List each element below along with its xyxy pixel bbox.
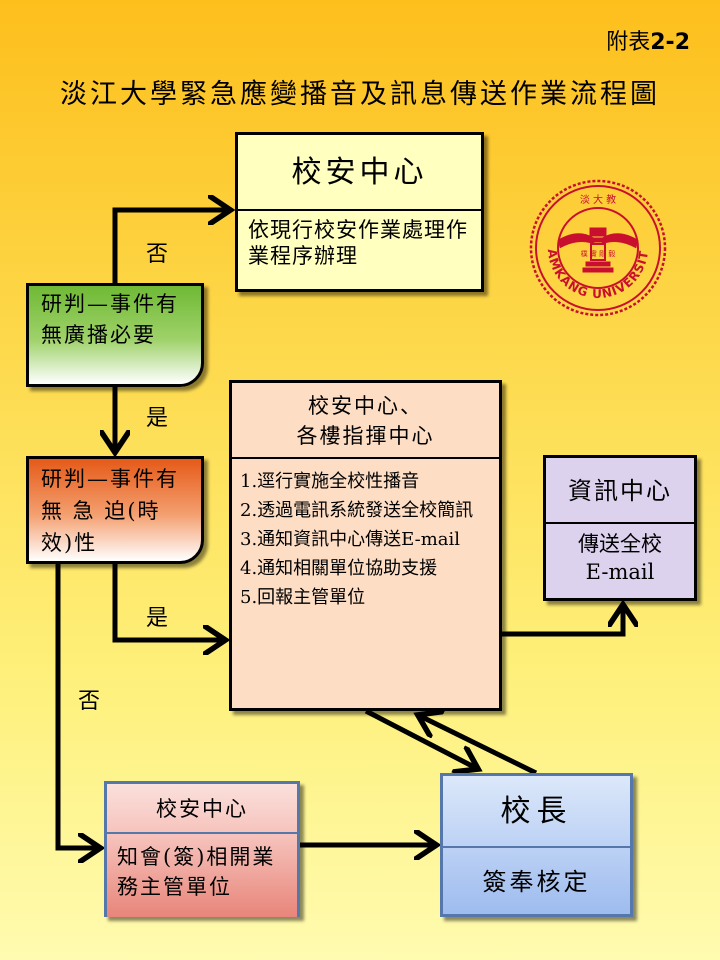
info-center-title: 資訊中心 [546, 458, 694, 524]
arrow-yes-to-command [112, 564, 223, 640]
svg-text:淡 大 教: 淡 大 教 [580, 193, 616, 206]
label-yes-2: 是 [146, 606, 169, 631]
president-body: 簽奉核定 [482, 868, 591, 896]
security-center-body: 依現行校安作業處理作業程序辦理 [248, 218, 468, 268]
university-seal-icon: TAMKANG UNIVERSITY 淡 大 教 樸 實 剛 毅 [528, 178, 667, 317]
security-center-bottom-body: 知會(簽)相開業務主管單位 [107, 834, 297, 917]
label-yes-1: 是 [146, 406, 169, 431]
step-item: 5.回報主管單位 [240, 587, 366, 608]
svg-text:樸 實 剛 毅: 樸 實 剛 毅 [581, 249, 616, 258]
label-no-1: 否 [146, 242, 169, 267]
command-center-steps: 1.逕行實施全校性播音 2.透過電訊系統發送全校簡訊 3.通知資訊中心傳送E-m… [232, 459, 499, 620]
security-center-bottom-title: 校安中心 [107, 784, 297, 834]
annex-label: 附表2-2 [606, 30, 690, 55]
step-item: 1.逕行實施全校性播音 [240, 471, 420, 492]
step-item: 4.通知相關單位協助支援 [240, 558, 438, 579]
label-no-2: 否 [78, 689, 101, 714]
arrow-command-to-president [364, 708, 476, 768]
president-title: 校長 [443, 776, 630, 848]
security-center-box-top: 校安中心 依現行校安作業處理作業程序辦理 [235, 132, 484, 292]
step-item: 2.透過電訊系統發送全校簡訊 [240, 500, 474, 521]
decision-broadcast-box: 研判—事件有無廣播必要 [26, 283, 204, 387]
arrow-president-to-command [420, 716, 538, 776]
page-title: 淡江大學緊急應變播音及訊息傳送作業流程圖 [60, 79, 660, 110]
arrow-no-to-security-bottom [55, 564, 98, 848]
security-center-title: 校安中心 [238, 135, 481, 211]
decision-urgency-box: 研判—事件有 無 急 迫(時效)性 [26, 456, 204, 564]
arrow-command-to-info [502, 607, 623, 637]
security-center-box-bottom: 校安中心 知會(簽)相開業務主管單位 [104, 781, 300, 917]
info-center-body: 傳送全校 E-mail [578, 532, 662, 584]
president-box: 校長 簽奉核定 [440, 773, 633, 917]
command-center-box: 校安中心、 各樓指揮中心 1.逕行實施全校性播音 2.透過電訊系統發送全校簡訊 … [229, 380, 502, 711]
info-center-box: 資訊中心 傳送全校 E-mail [543, 455, 697, 601]
arrow-no-to-security [112, 210, 228, 283]
command-center-title: 校安中心、 各樓指揮中心 [232, 383, 499, 459]
step-item: 3.通知資訊中心傳送E-mail [240, 529, 461, 550]
